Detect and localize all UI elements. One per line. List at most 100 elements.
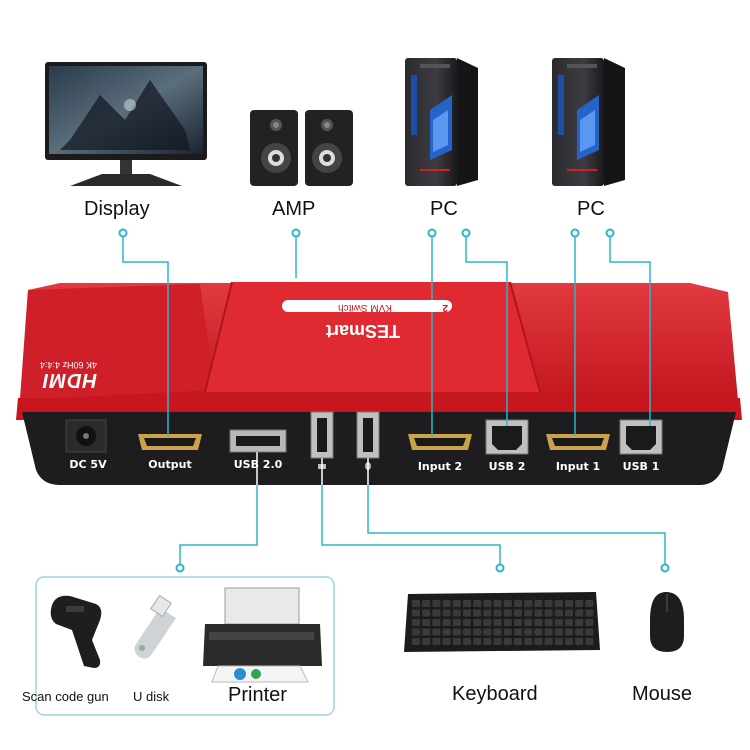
keyboard-key — [463, 609, 471, 617]
keyboard-key — [452, 609, 461, 617]
keyboard-key — [452, 600, 461, 607]
port-usb-vertical-2 — [356, 411, 380, 459]
port-hdmi-input2 — [408, 434, 472, 450]
keyboard-key — [483, 609, 492, 617]
amp-label: AMP — [272, 198, 316, 220]
keyboard-key — [524, 638, 533, 645]
connector-lines-bottom — [179, 452, 666, 568]
keyboard-key — [463, 619, 471, 626]
keyboard-key — [575, 638, 584, 645]
keyboard-key — [503, 638, 512, 645]
keyboard-key — [544, 609, 553, 617]
keyboard-key — [565, 638, 573, 645]
port-label-usb1: USB 1 — [622, 460, 660, 473]
port-usb20 — [229, 429, 287, 453]
keyboard-key — [565, 609, 573, 617]
port-dc-5v — [65, 419, 107, 453]
keyboard-key — [483, 619, 492, 626]
speaker-icon — [250, 110, 353, 186]
keyboard-key — [483, 638, 492, 645]
keyboard-key — [585, 619, 594, 626]
keyboard-key — [565, 619, 573, 626]
keyboard-key — [452, 638, 461, 645]
keyboard-key — [544, 638, 553, 645]
keyboard-key — [422, 628, 431, 636]
keyboard-key — [442, 619, 451, 626]
keyboard-key — [412, 638, 420, 645]
switch-model-label: KVM Switch — [338, 302, 392, 313]
keyboard-key — [473, 638, 482, 645]
keyboard-key — [442, 609, 451, 617]
keyboard-key — [412, 628, 420, 636]
u-disk-label: U disk — [133, 689, 170, 704]
monitor-icon — [45, 62, 207, 186]
keyboard-key — [514, 609, 522, 617]
hdmi-spec-label: 4K 60Hz 4:4:4 — [40, 360, 98, 370]
usb-drive-icon — [134, 594, 176, 659]
keyboard-key — [493, 609, 502, 617]
printer-label: Printer — [228, 684, 287, 706]
keyboard-key — [463, 638, 471, 645]
keyboard-key — [493, 619, 502, 626]
keyboard-key — [493, 600, 502, 607]
hdmi-logo-area: HDMI 4K 60Hz 4:4:4 — [40, 360, 97, 391]
keyboard-key — [493, 628, 502, 636]
pc2-label: PC — [577, 198, 605, 220]
keyboard-key — [412, 619, 420, 626]
printer-icon — [203, 587, 322, 683]
keyboard-key — [442, 638, 451, 645]
keyboard-key — [473, 609, 482, 617]
keyboard-key — [422, 619, 431, 626]
keyboard-key — [534, 609, 543, 617]
port-hdmi-input1 — [546, 434, 610, 450]
keyboard-key — [514, 600, 522, 607]
keyboard-key — [483, 628, 492, 636]
port-usb-b-1 — [619, 419, 663, 455]
keyboard-key — [452, 628, 461, 636]
keyboard-key — [442, 628, 451, 636]
keyboard-key — [422, 638, 431, 645]
keyboard-label: Keyboard — [452, 683, 538, 705]
keyboard-key — [554, 638, 563, 645]
keyboard-key — [575, 600, 584, 607]
keyboard-key — [503, 609, 512, 617]
keyboard-key — [575, 619, 584, 626]
keyboard-key — [432, 600, 441, 607]
keyboard-icon — [404, 592, 600, 652]
keyboard-key — [463, 600, 471, 607]
keyboard-key — [554, 619, 563, 626]
switch-model-strip: KVM Switch 2 — [282, 300, 452, 326]
port-label-usb20: USB 2.0 — [233, 458, 283, 471]
keyboard-key — [534, 638, 543, 645]
keyboard-key — [565, 628, 573, 636]
keyboard-key — [473, 600, 482, 607]
keyboard-key — [585, 628, 594, 636]
keyboard-key — [575, 609, 584, 617]
keyboard-key — [514, 638, 522, 645]
mouse-icon — [650, 592, 684, 652]
keyboard-key — [503, 628, 512, 636]
keyboard-key — [585, 600, 594, 607]
keyboard-key — [514, 628, 522, 636]
keyboard-key — [442, 600, 451, 607]
port-label-dc: DC 5V — [69, 458, 107, 471]
pc1-label: PC — [430, 198, 458, 220]
pc-tower-icon — [552, 58, 625, 186]
keyboard-key — [483, 600, 492, 607]
hdmi-logo-label: HDMI — [41, 369, 98, 391]
port-label-output: Output — [148, 458, 192, 471]
keyboard-key — [565, 600, 573, 607]
port-usb-vertical-1 — [310, 411, 334, 459]
keyboard-key — [412, 609, 420, 617]
keyboard-key — [534, 628, 543, 636]
mouse-label: Mouse — [632, 683, 693, 705]
keyboard-key — [575, 628, 584, 636]
keyboard-key — [514, 619, 522, 626]
keyboard-key — [452, 619, 461, 626]
port-label-usb2: USB 2 — [488, 460, 526, 473]
connector-lines-top — [122, 233, 651, 436]
barcode-scanner-icon — [50, 595, 102, 668]
keyboard-key — [524, 600, 533, 607]
keyboard-key — [585, 609, 594, 617]
